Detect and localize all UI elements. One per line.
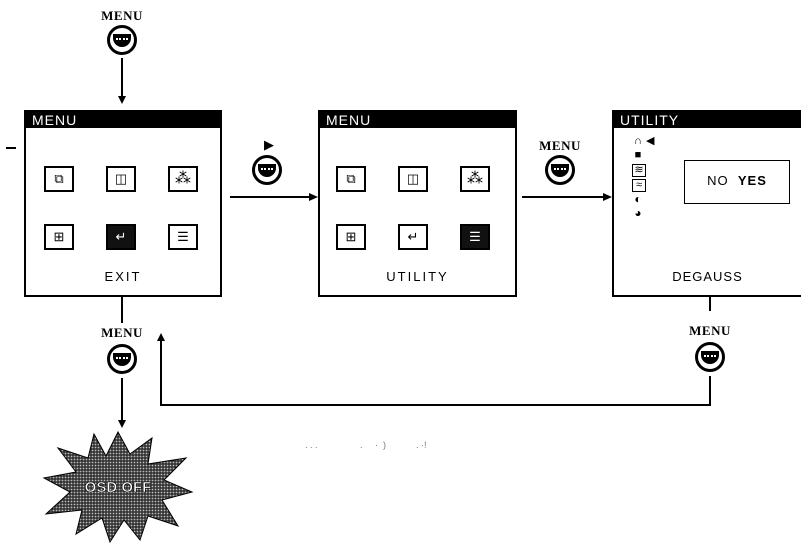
moire-icon: ≋ [632, 164, 646, 177]
globe-icon: ◕ [634, 206, 642, 220]
panel-title: MENU [26, 112, 220, 128]
connector-middle-right [522, 196, 604, 198]
panel-title: MENU [320, 112, 515, 128]
right-arrow-button[interactable] [252, 155, 282, 185]
size-icon: ⧉ [44, 166, 74, 192]
top-menu-label: MENU [101, 8, 143, 23]
middle-menu-button[interactable] [545, 155, 575, 185]
wave-icon: ≈ [632, 179, 646, 192]
degauss-option-box: NO YES [684, 160, 790, 204]
connector-left-down [121, 297, 123, 323]
starburst-shape [42, 430, 194, 544]
connector-return-vertical-right [709, 376, 711, 406]
arrowhead-starburst [118, 420, 126, 428]
faint-caption: . . . . · ) . ·! [305, 440, 427, 450]
top-menu-button[interactable] [107, 25, 137, 55]
position-icon: ◫ [398, 166, 428, 192]
size-icon: ⧉ [336, 166, 366, 192]
panel-menu-exit: MENU ⧉ ◫ ⁂ ⊞ ↵ ☰ EXIT [24, 110, 222, 297]
panel-title: UTILITY [614, 112, 801, 128]
button-icon [258, 164, 276, 177]
bottom-right-menu-label: MENU [689, 323, 731, 338]
panel-label: UTILITY [386, 269, 449, 284]
option-no[interactable]: NO [707, 173, 729, 188]
panel-label: EXIT [104, 269, 142, 284]
arrowhead-top [118, 96, 126, 104]
geometry-icon: ⊞ [336, 224, 366, 250]
color-icon: ⁂ [460, 166, 490, 192]
arrowhead-return [157, 333, 165, 341]
geometry-icon: ⊞ [44, 224, 74, 250]
connector-return-vertical-left [160, 340, 162, 406]
selector-arrow-icon: ◀ [646, 135, 655, 147]
utility-icon: ☰ [460, 224, 490, 250]
dash-mark [6, 147, 16, 149]
lock-icon: ■ [634, 149, 642, 161]
utility-icon: ☰ [168, 224, 198, 250]
exit-icon: ↵ [398, 224, 428, 250]
position-icon: ◫ [106, 166, 136, 192]
panel-label: DEGAUSS [672, 269, 743, 284]
middle-menu-label: MENU [539, 138, 581, 153]
arrowhead-left-middle [309, 193, 318, 201]
button-icon [113, 353, 131, 366]
connector-left-middle [230, 196, 310, 198]
degauss-icon: ∩ [634, 135, 642, 147]
bottom-left-menu-button[interactable] [107, 344, 137, 374]
right-arrow-glyph: ▶ [264, 137, 274, 152]
starburst-text: OSD OFF [85, 479, 152, 496]
contrast-icon: ◐ [634, 192, 642, 206]
connector-return-horizontal [160, 404, 711, 406]
connector-right-down [709, 297, 711, 311]
button-icon [113, 34, 131, 47]
connector-top [121, 58, 123, 96]
connector-to-starburst [121, 378, 123, 420]
button-icon [701, 351, 719, 364]
arrowhead-middle-right [603, 193, 612, 201]
osd-off-starburst: OSD OFF [42, 430, 194, 544]
color-icon: ⁂ [168, 166, 198, 192]
bottom-right-menu-button[interactable] [695, 342, 725, 372]
button-icon [551, 164, 569, 177]
panel-utility-degauss: UTILITY ∩ ◀ ■ ≋ ≈ ◐ ◕ NO YES DEGAUSS [612, 110, 801, 297]
option-yes[interactable]: YES [737, 173, 767, 188]
bottom-left-menu-label: MENU [101, 325, 143, 340]
exit-icon: ↵ [106, 224, 136, 250]
panel-menu-utility: MENU ⧉ ◫ ⁂ ⊞ ↵ ☰ UTILITY [318, 110, 517, 297]
